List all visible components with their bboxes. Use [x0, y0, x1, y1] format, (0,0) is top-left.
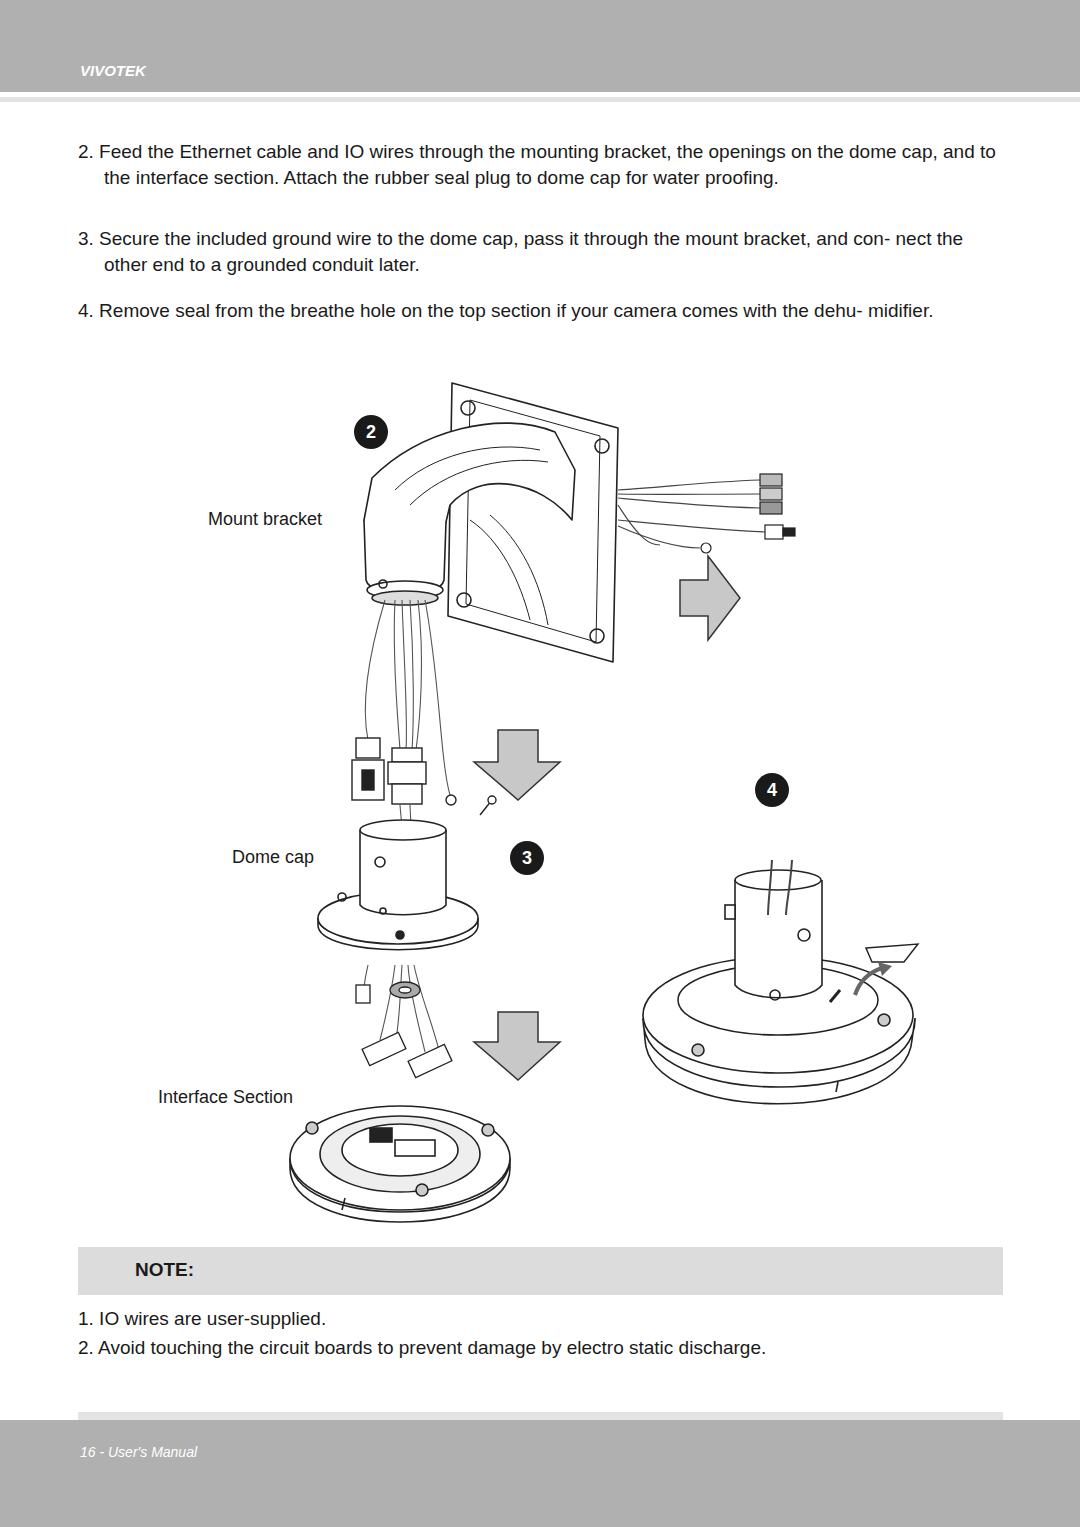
part-name: Dome cap [232, 846, 314, 868]
callout-circle [354, 415, 388, 449]
terminal-blocks [356, 982, 452, 1078]
direction-arrow [474, 730, 560, 800]
header-band: VIVOTEK [0, 0, 1080, 92]
instruction-step: 2. Feed the Ethernet cable and IO wires … [78, 139, 1003, 191]
mount-bracket [364, 383, 618, 662]
wires [618, 480, 765, 548]
direction-arrow [680, 556, 740, 640]
callout-circle [755, 773, 789, 807]
breathe-hole-seal [866, 944, 918, 962]
note-band: NOTE: [78, 1247, 1003, 1295]
callout-number: 3 [510, 841, 544, 875]
band-text: NOTE: [135, 1259, 194, 1281]
cable-gland [352, 738, 496, 815]
part-name: Interface Section [158, 1086, 293, 1108]
note-item: 1. IO wires are user-supplied. [78, 1306, 1003, 1332]
part-name: Mount bracket [208, 508, 322, 530]
note-item: 2. Avoid touching the circuit boards to … [78, 1335, 1003, 1361]
callout-number: 2 [354, 415, 388, 449]
wire-connectors [701, 474, 795, 553]
direction-arrow [474, 1012, 560, 1080]
footer-strip [78, 1412, 1003, 1420]
removal-arrow-head [878, 962, 892, 976]
removal-arrow [855, 968, 882, 995]
band-text: 16 - User's Manual [80, 1444, 197, 1460]
footer-band: 16 - User's Manual [0, 1420, 1080, 1527]
instruction-step: 4. Remove seal from the breathe hole on … [78, 298, 1003, 324]
cable [768, 860, 792, 915]
dome-cap [318, 820, 478, 950]
band-text: VIVOTEK [80, 62, 146, 79]
callout-circle [510, 841, 544, 875]
instruction-step: 3. Secure the included ground wire to th… [78, 226, 1003, 278]
header-rule [0, 97, 1080, 102]
top-section [643, 870, 915, 1104]
callout-number: 4 [755, 773, 789, 807]
interface-section [290, 1106, 510, 1222]
